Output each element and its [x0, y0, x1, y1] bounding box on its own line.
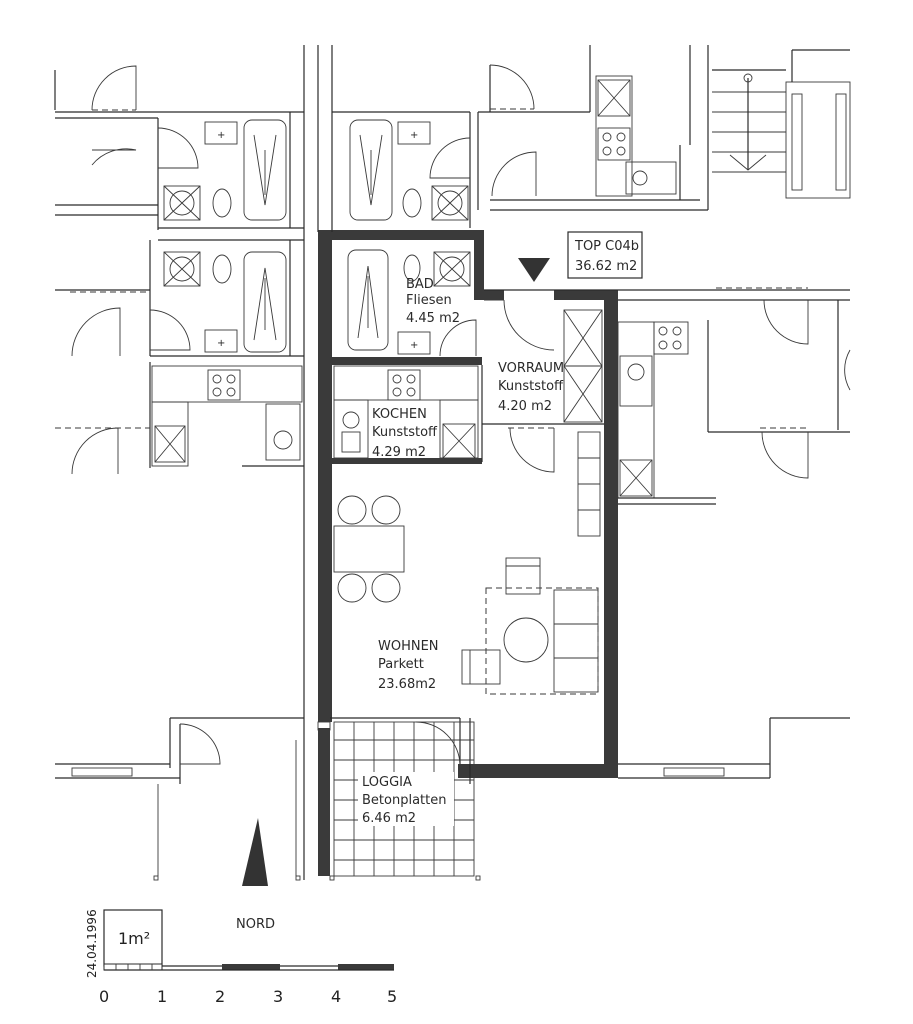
neighbour-upper-left: + +: [54, 65, 304, 475]
scale-ticks: 0 1 2 3 4 5: [99, 987, 397, 1006]
bathroom: +: [347, 249, 504, 357]
vorraum-floor: Kunststoff: [498, 379, 564, 394]
room-label-bad: BAD Fliesen 4.45 m2: [406, 277, 460, 326]
vorraum-area: 4.20 m2: [498, 399, 552, 414]
party-wall: [303, 45, 333, 880]
svg-text:+: +: [217, 338, 225, 349]
north-label: NORD: [236, 917, 275, 932]
wohnen-floor: Parkett: [378, 657, 424, 672]
unit-area: 36.62 m2: [575, 259, 637, 274]
scale-bar: [103, 909, 394, 971]
unit-label: TOP C04b 36.62 m2: [567, 231, 643, 279]
kochen-name: KOCHEN: [372, 407, 427, 422]
room-label-vorraum: VORRAUM Kunststoff 4.20 m2: [498, 361, 564, 414]
scale-tick-3: 3: [273, 987, 283, 1006]
scale-tick-2: 2: [215, 987, 225, 1006]
wohnen-name: WOHNEN: [378, 639, 439, 654]
scale-tick-0: 0: [99, 987, 109, 1006]
bad-floor: Fliesen: [406, 293, 452, 308]
kochen-area: 4.29 m2: [372, 445, 426, 460]
wohnen-area: 23.68m2: [378, 677, 436, 692]
plan-date: 24.04.1996: [85, 909, 99, 978]
room-label-wohnen: WOHNEN Parkett 23.68m2: [378, 639, 439, 692]
svg-text:+: +: [217, 130, 225, 141]
neighbour-upper-center: +: [332, 45, 709, 228]
svg-text:+: +: [410, 340, 418, 351]
unit-code: TOP C04b: [574, 239, 639, 254]
staircase: [712, 49, 851, 199]
bad-name: BAD: [406, 277, 434, 292]
living-room: [333, 495, 599, 695]
neighbour-lower-left: [55, 717, 304, 881]
room-label-loggia: LOGGIA Betonplatten 6.46 m2: [358, 772, 454, 826]
unit-outline-walls: [318, 230, 618, 876]
kochen-floor: Kunststoff: [372, 425, 438, 440]
room-label-kochen: KOCHEN Kunststoff 4.29 m2: [372, 407, 438, 460]
scale-box-label: 1m²: [118, 929, 150, 948]
scale-tick-5: 5: [387, 987, 397, 1006]
vorraum: [482, 258, 850, 537]
loggia: [329, 717, 850, 881]
scale-tick-1: 1: [157, 987, 167, 1006]
loggia-area: 6.46 m2: [362, 811, 416, 826]
vorraum-name: VORRAUM: [498, 361, 564, 376]
loggia-floor: Betonplatten: [362, 793, 446, 808]
svg-text:+: +: [410, 130, 418, 141]
north-arrow: [242, 818, 268, 886]
bad-area: 4.45 m2: [406, 311, 460, 326]
scale-tick-4: 4: [331, 987, 341, 1006]
kitchen: [333, 365, 483, 462]
neighbour-right: [617, 287, 851, 505]
loggia-name: LOGGIA: [362, 775, 412, 790]
